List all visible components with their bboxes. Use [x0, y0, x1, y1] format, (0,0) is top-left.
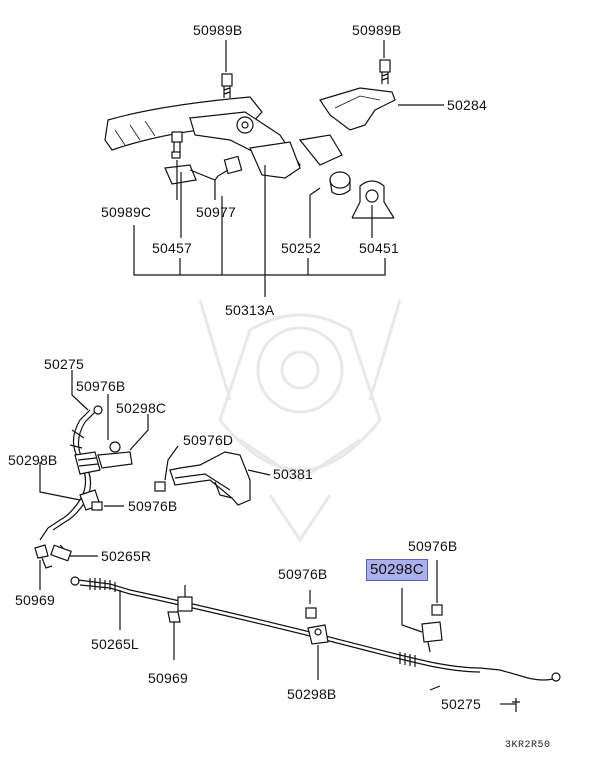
part-label-50275[interactable]: 50275 [441, 696, 481, 712]
part-label-50252[interactable]: 50252 [281, 240, 321, 256]
parking-lever-assembly [104, 40, 444, 297]
cable-bracket [154, 445, 271, 506]
part-label-50976b[interactable]: 50976B [128, 498, 178, 514]
part-label-50265l[interactable]: 50265L [91, 636, 139, 652]
part-label-50298c-highlighted[interactable]: 50298C [366, 559, 428, 581]
part-label-50313a[interactable]: 50313A [225, 302, 275, 318]
part-label-50976b[interactable]: 50976B [278, 566, 328, 582]
part-label-50451[interactable]: 50451 [359, 240, 399, 256]
part-label-50989b[interactable]: 50989B [352, 22, 402, 38]
part-label-50275[interactable]: 50275 [44, 356, 84, 372]
part-label-50265r[interactable]: 50265R [101, 548, 152, 564]
part-label-50969[interactable]: 50969 [15, 592, 55, 608]
part-label-50457[interactable]: 50457 [152, 240, 192, 256]
part-label-50298c[interactable]: 50298C [116, 400, 167, 416]
part-label-50969[interactable]: 50969 [148, 670, 188, 686]
part-label-50976b[interactable]: 50976B [76, 378, 126, 394]
part-label-50989c[interactable]: 50989C [101, 204, 152, 220]
watermark-emblem [198, 299, 402, 543]
part-label-50298b[interactable]: 50298B [8, 452, 58, 468]
part-label-50284[interactable]: 50284 [447, 97, 487, 113]
rear-brake-cable-left [70, 560, 561, 712]
diagram-code: 3KR2R50 [505, 740, 551, 751]
part-label-50298b[interactable]: 50298B [287, 686, 337, 702]
part-label-50976b[interactable]: 50976B [408, 538, 458, 554]
rear-brake-cable-right [34, 370, 149, 590]
part-label-50381[interactable]: 50381 [273, 466, 313, 482]
part-label-50989b[interactable]: 50989B [193, 22, 243, 38]
part-label-50976d[interactable]: 50976D [183, 432, 234, 448]
part-label-50977[interactable]: 50977 [196, 204, 236, 220]
